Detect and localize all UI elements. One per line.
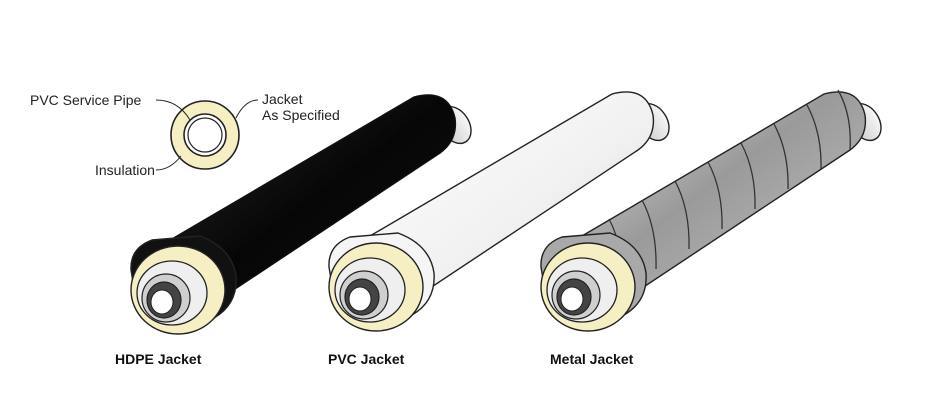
metal-jacket-pipe: Metal Jacket xyxy=(540,89,882,367)
pipe-caption: Metal Jacket xyxy=(550,351,634,367)
service-pipe-label: PVC Service Pipe xyxy=(30,92,141,108)
jacket-leader xyxy=(235,99,259,119)
jacket-label-line1: Jacket xyxy=(262,91,303,107)
pvc-jacket-pipe: PVC Jacket xyxy=(328,91,670,367)
pipe-caption: HDPE Jacket xyxy=(115,351,202,367)
pvc-jacket-body xyxy=(357,91,655,314)
hdpe-jacket-pipe: HDPE Jacket xyxy=(115,94,472,367)
service-pipe-leader xyxy=(155,99,191,121)
pipe-end-face xyxy=(328,232,435,332)
cross-section-legend: PVC Service Pipe Jacket As Specified Ins… xyxy=(30,91,340,178)
metal-jacket-body xyxy=(569,91,867,314)
insulation-leader xyxy=(155,155,182,171)
pipe-end-face xyxy=(130,235,237,335)
hdpe-jacket-body xyxy=(159,94,457,317)
pipe-end-face xyxy=(540,232,647,332)
jacket-label-line2: As Specified xyxy=(262,107,340,123)
insulation-label: Insulation xyxy=(95,162,155,178)
pipe-caption: PVC Jacket xyxy=(328,351,405,367)
